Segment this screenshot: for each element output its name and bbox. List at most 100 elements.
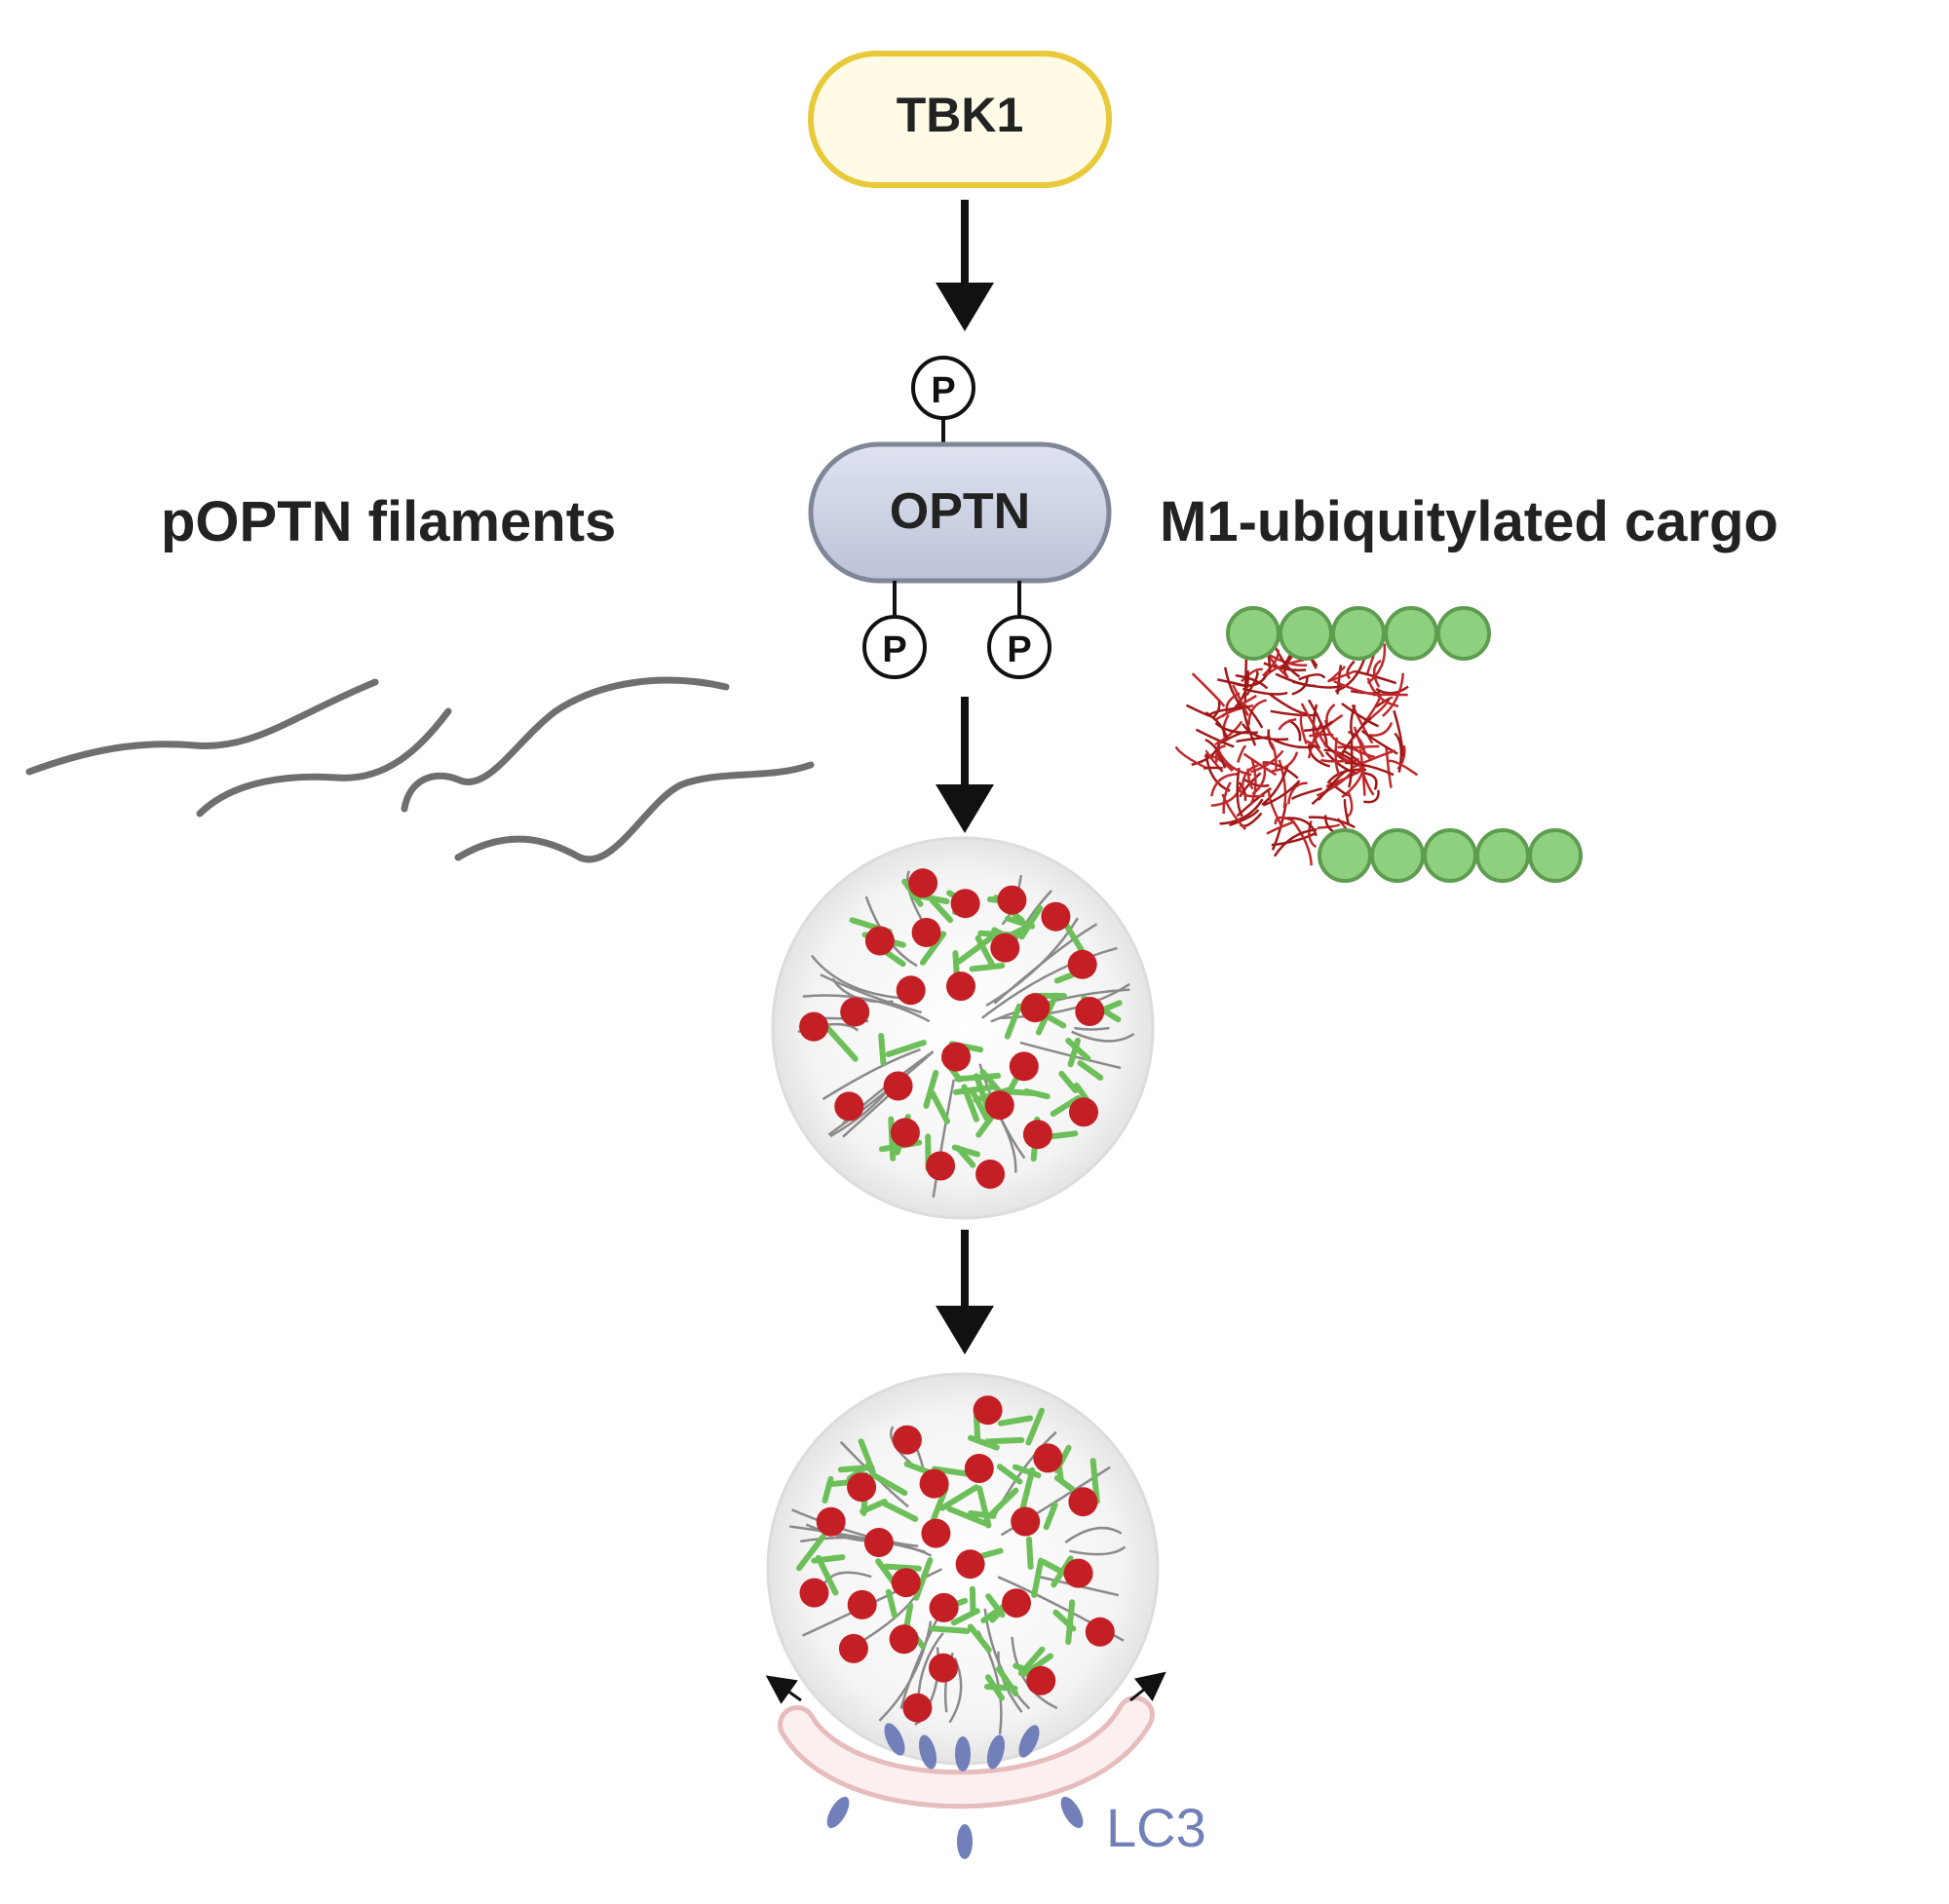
optn-filament — [1011, 1636, 1058, 1710]
cargo-strand — [1243, 658, 1248, 702]
ubiquitin-segment — [913, 1557, 934, 1601]
cargo-strand — [1251, 761, 1267, 796]
cargo-strand — [1366, 643, 1387, 685]
ubiquitin-segment — [1058, 1070, 1079, 1093]
ubiquitin-segment — [1067, 1037, 1081, 1068]
cargo-strand — [1292, 680, 1343, 689]
cargo-strand — [1284, 817, 1318, 837]
cargo-dot — [929, 1653, 958, 1683]
cargo-dot — [838, 1633, 868, 1663]
cargo-dot — [891, 1568, 921, 1598]
cargo-strand — [1386, 759, 1419, 777]
ubiquitin-segment — [931, 1466, 974, 1477]
optn-filament — [981, 946, 1118, 1019]
cargo-strand — [1286, 781, 1308, 805]
ubiquitin-segment — [1019, 1466, 1036, 1513]
cargo-strand — [1232, 684, 1249, 717]
optn-filament — [932, 1079, 956, 1198]
cargo-strand — [1273, 828, 1318, 857]
cargo-strand — [1308, 816, 1356, 829]
cargo-strand — [1333, 679, 1382, 697]
ubiquitin-segment — [796, 1534, 826, 1572]
ubiquitin-segment — [1051, 1555, 1074, 1588]
ubiquitin-chain-bottom — [1318, 828, 1583, 883]
cargo-strand — [1327, 666, 1347, 682]
cargo-dot — [902, 1693, 933, 1723]
ubiquitin-segment — [1089, 1458, 1100, 1504]
cargo-strand — [1299, 712, 1308, 744]
cargo-dot — [1026, 1665, 1056, 1695]
cargo-strand — [1270, 709, 1319, 717]
cargo-dot — [883, 1071, 913, 1101]
cargo-strand — [1372, 659, 1382, 688]
ubiquitin-segment — [939, 1484, 979, 1511]
cargo-strand — [1334, 737, 1342, 778]
cargo-dot — [1085, 1617, 1115, 1647]
cargo-dot — [997, 885, 1027, 915]
cargo-strand — [1341, 717, 1372, 754]
cargo-dot — [863, 1528, 894, 1557]
cargo-dot — [950, 889, 980, 919]
cargo-dot — [919, 1468, 949, 1499]
condensate-contents — [797, 868, 1135, 1198]
cargo-dot — [1022, 1120, 1052, 1150]
ubiquitin-segment — [1052, 1609, 1077, 1632]
optn-filament — [1064, 1526, 1123, 1544]
optn-filament — [1071, 1030, 1135, 1043]
optn-filament — [899, 1609, 943, 1709]
cargo-strand — [1317, 823, 1341, 829]
tbk1-label: TBK1 — [897, 88, 1024, 142]
cargo-strand — [1174, 745, 1208, 770]
cargo-strand — [1262, 761, 1299, 780]
ubiquitin-segment — [837, 1464, 875, 1473]
cargo-dot — [1069, 1097, 1098, 1127]
cargo-strand — [1221, 793, 1247, 831]
ubiquitin-segment — [1031, 1557, 1045, 1598]
ubiquitin-segment — [946, 1505, 989, 1527]
cargo-strand — [1210, 784, 1242, 807]
cargo-dot — [890, 1118, 920, 1148]
cargo-strand — [1195, 728, 1235, 748]
cargo-dot — [1033, 1443, 1063, 1473]
ubiquitin-segment — [968, 1434, 1000, 1451]
cargo-dot — [847, 1472, 877, 1503]
cargo-strand — [1353, 726, 1373, 762]
ubiquitin-segment — [860, 1499, 888, 1515]
cargo-strand — [1269, 741, 1278, 772]
ubiquitin-segment — [984, 1674, 1005, 1701]
cargo-strand — [1214, 694, 1257, 722]
ubiquitin-segment — [974, 1414, 981, 1442]
cargo-strand — [1336, 665, 1343, 695]
cargo-dot — [840, 997, 870, 1027]
cargo-strand — [1214, 720, 1243, 746]
cargo-strand — [1368, 721, 1394, 737]
cargo-strand — [1347, 741, 1354, 788]
cargo-label: M1-ubiquitylated cargo — [1160, 490, 1778, 553]
cargo-dot — [975, 1160, 1006, 1189]
ubiquitin-segment — [1025, 1407, 1045, 1446]
cargo-strand — [1278, 717, 1297, 731]
cargo-dot — [1041, 901, 1071, 932]
ubiquitin-segment — [997, 1415, 1034, 1427]
ubiquitin-segment — [878, 1033, 887, 1066]
cargo-strand — [1290, 819, 1313, 866]
cargo-dot — [816, 1506, 846, 1537]
optn-filament — [878, 1620, 933, 1722]
cargo-strand — [1366, 677, 1399, 708]
ubiquitin-segment — [1043, 1502, 1058, 1531]
optn-filament — [802, 994, 931, 1023]
ubiquitin-segment — [955, 1145, 976, 1168]
ubiquitin-segment — [1022, 1653, 1053, 1677]
cargo-strand — [1343, 798, 1350, 824]
cargo-strand — [1242, 723, 1289, 742]
arrow-right-icon — [1129, 1671, 1166, 1702]
cargo-strand — [1381, 672, 1405, 717]
cargo-dot — [892, 1425, 922, 1455]
m1-ubiquitylated-cargo — [1174, 606, 1583, 883]
cargo-strand — [1290, 787, 1322, 801]
cargo-strand — [1249, 757, 1257, 806]
phosphate-label: P — [882, 629, 906, 670]
cargo-strand — [1346, 660, 1356, 680]
cargo-strand — [1209, 773, 1238, 797]
